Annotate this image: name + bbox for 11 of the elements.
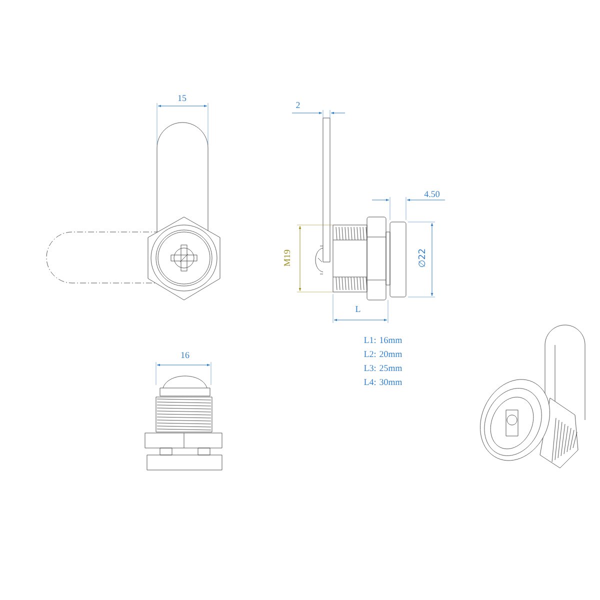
dimension-label: L bbox=[356, 306, 360, 312]
dimension-label: L2: 20mm bbox=[364, 351, 402, 358]
dimension-label: L3: 25mm bbox=[364, 365, 402, 372]
dimension-label: ∅22 bbox=[418, 249, 426, 267]
dimension-label: L1: 16mm bbox=[364, 337, 402, 344]
dimension-label: 2 bbox=[296, 102, 300, 108]
dimension-label: 4.50 bbox=[424, 191, 440, 198]
dimension-label: L4: 30mm bbox=[364, 379, 402, 386]
dimension-label: M19 bbox=[284, 250, 290, 266]
dimension-label: 15 bbox=[178, 95, 186, 102]
dimension-label: 16 bbox=[181, 352, 190, 358]
